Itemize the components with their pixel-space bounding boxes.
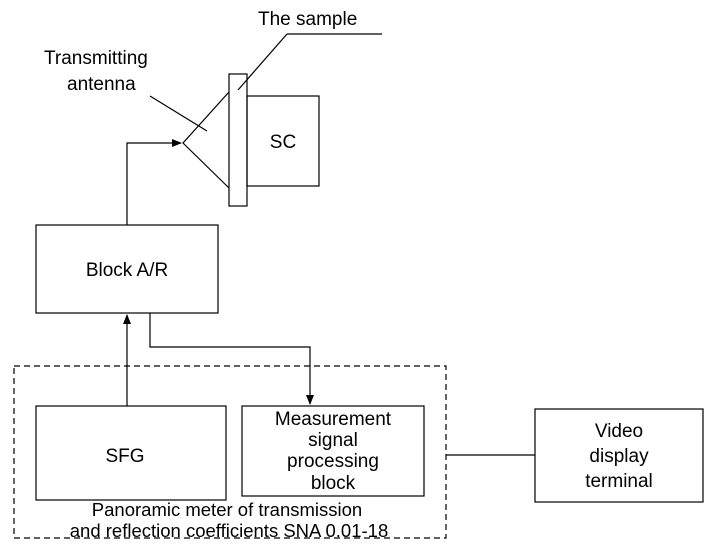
sfg-label: SFG — [105, 446, 144, 467]
measurement-block-label-line3: processing — [287, 451, 379, 472]
sfg-box — [35, 405, 227, 501]
block-ar-label: Block A/R — [86, 260, 168, 281]
block-ar-to-antenna-arrow — [126, 139, 182, 225]
sample-plate — [228, 73, 248, 207]
sc-label: SC — [270, 132, 296, 153]
sample-leader-line — [237, 33, 288, 91]
antenna-leader-line — [149, 95, 208, 132]
sc-box — [246, 95, 320, 187]
panoramic-meter-label-line1: Panoramic meter of transmission — [92, 499, 362, 520]
antenna-label-line1: Transmitting — [44, 48, 148, 69]
measurement-block-label-line2: signal — [308, 430, 358, 451]
video-display-terminal-label-line3: terminal — [585, 471, 653, 492]
transmitting-antenna — [182, 91, 230, 189]
panoramic-meter-label-line2: and reflection coefficients SNA 0.01-18 — [70, 520, 388, 541]
video-display-terminal-label-line2: display — [589, 446, 649, 467]
measurement-block-label-line1: Measurement — [275, 409, 392, 430]
measurement-block-box — [241, 405, 425, 497]
measurement-block-label-line4: block — [311, 473, 356, 494]
antenna-label-line2: antenna — [67, 74, 136, 95]
sample-label: The sample — [258, 9, 357, 30]
panoramic-meter-enclosure — [13, 365, 447, 539]
block-ar-to-measurement-arrow — [149, 313, 314, 405]
video-display-terminal-label-line1: Video — [595, 421, 643, 442]
